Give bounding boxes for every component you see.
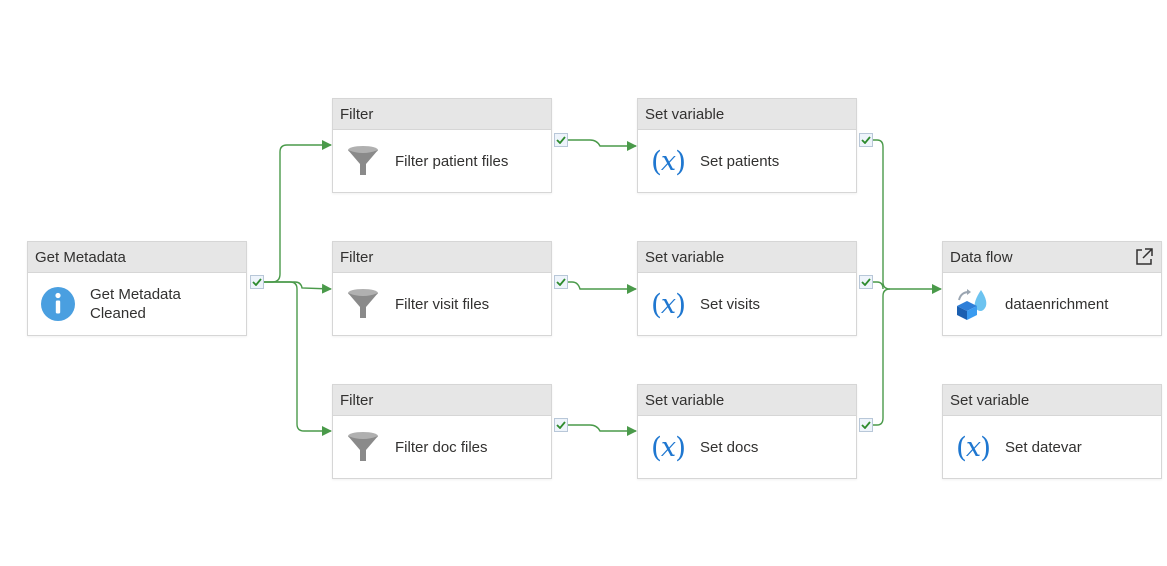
funnel-icon [345,429,381,465]
activity-set-patients[interactable]: Set variable (x) Set patients [637,98,857,193]
open-external-icon[interactable] [1134,247,1154,267]
activity-filter-visit-files[interactable]: Filter Filter visit files [332,241,552,336]
success-output-port[interactable] [554,275,568,289]
activity-type-label: Filter [333,242,551,273]
success-output-port[interactable] [859,418,873,432]
variable-icon: (x) [650,287,686,321]
activity-get-metadata[interactable]: Get Metadata Get Metadata Cleaned [27,241,247,336]
activity-type-label: Filter [333,385,551,416]
connector-getmetadata-to-filter-patient [264,140,332,283]
connector-getmetadata-to-filter-visit [264,281,332,294]
activity-name: Set patients [700,152,780,170]
variable-icon: (x) [650,430,686,464]
success-output-port[interactable] [859,133,873,147]
connector-set-docs-to-dataflow [873,288,891,426]
funnel-icon [345,286,381,322]
activity-name: Filter patient files [395,152,509,170]
success-output-port[interactable] [554,133,568,147]
success-output-port[interactable] [250,275,264,289]
activity-set-visits[interactable]: Set variable (x) Set visits [637,241,857,336]
activity-type-label: Set variable [638,385,856,416]
activity-type-label: Set variable [638,99,856,130]
connector-getmetadata-to-filter-doc [264,281,332,436]
funnel-icon [345,143,381,179]
dataflow-icon [955,286,991,322]
activity-name: Set visits [700,295,761,313]
activity-name: Filter visit files [395,295,490,313]
activity-type-label: Set variable [638,242,856,273]
activity-type-label: Data flow [943,242,1161,273]
activity-type-label: Get Metadata [28,242,246,273]
variable-icon: (x) [650,144,686,178]
success-output-port[interactable] [859,275,873,289]
activity-name: Get Metadata Cleaned [90,286,181,322]
activity-name: Filter doc files [395,438,488,456]
success-output-port[interactable] [554,418,568,432]
activity-set-datevar[interactable]: Set variable (x) Set datevar [942,384,1162,479]
activity-filter-patient-files[interactable]: Filter Filter patient files [332,98,552,193]
activity-filter-doc-files[interactable]: Filter Filter doc files [332,384,552,479]
activity-type-label: Set variable [943,385,1161,416]
activity-name: Set datevar [1005,438,1082,456]
activity-data-flow[interactable]: Data flow dataenrichm [942,241,1162,336]
activity-set-docs[interactable]: Set variable (x) Set docs [637,384,857,479]
connector-set-visits-to-dataflow [873,281,884,290]
connector-filter-doc-to-set-docs [568,424,637,436]
connector-filter-patient-to-set-patients [568,139,637,151]
info-icon [40,286,76,322]
activity-name: Set docs [700,438,759,456]
activity-name: dataenrichment [1005,295,1109,313]
connector-set-patients-to-dataflow [873,139,942,294]
variable-icon: (x) [955,430,991,464]
connector-filter-visit-to-set-visits [568,281,637,294]
activity-type-label: Filter [333,99,551,130]
